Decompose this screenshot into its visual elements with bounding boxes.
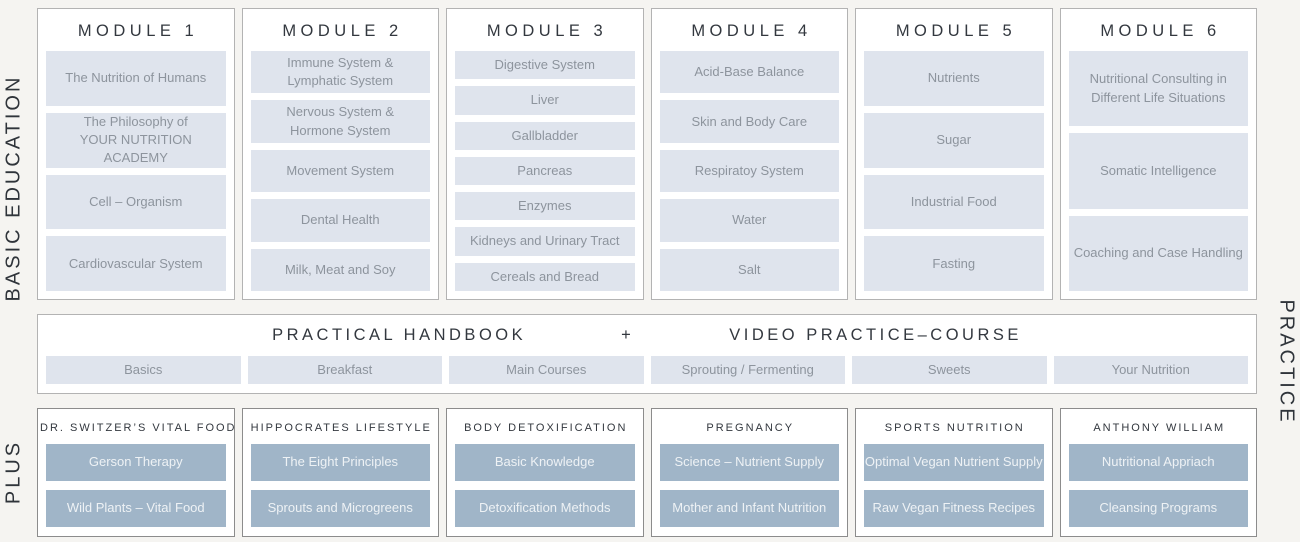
module-2-items: Immune System & Lymphatic System Nervous… [243, 51, 439, 299]
module-topic: Acid-Base Balance [659, 51, 839, 94]
plus-box-items: Basic Knowledge Detoxification Methods [447, 444, 643, 536]
module-topic: Enzymes [455, 192, 635, 221]
practice-label: PRACTICE [1275, 299, 1298, 425]
module-6-title: MODULE 6 [1100, 22, 1221, 40]
plus-box-items: Optimal Vegan Nutrient Supply Raw Vegan … [856, 444, 1052, 536]
module-topic: The Philosophy of YOUR NUTRITION ACADEMY [46, 112, 226, 168]
practice-topic: Sweets [852, 356, 1047, 384]
module-3-items: Digestive System Liver Gallbladder Pancr… [447, 51, 643, 299]
plus-topic: Optimal Vegan Nutrient Supply [864, 444, 1044, 481]
module-topic: Industrial Food [864, 174, 1044, 230]
plus-sign: + [621, 326, 635, 344]
module-topic: Immune System & Lymphatic System [250, 51, 430, 94]
plus-topic: Nutritional Appriach [1068, 444, 1248, 481]
module-6-box: MODULE 6 Nutritional Consulting in Diffe… [1059, 8, 1257, 300]
module-topic: Liver [455, 86, 635, 115]
plus-topic: Science – Nutrient Supply [659, 444, 839, 481]
module-5-title: MODULE 5 [895, 22, 1017, 40]
practical-handbook-title: PRACTICAL HANDBOOK [272, 326, 527, 344]
plus-box-title: BODY DETOXIFICATION [464, 422, 628, 434]
module-topic: Cereals and Bread [455, 262, 635, 291]
module-topic: Dental Health [250, 199, 430, 242]
practice-band: PRACTICAL HANDBOOK + VIDEO PRACTICE–COUR… [37, 314, 1257, 394]
module-2-box: MODULE 2 Immune System & Lymphatic Syste… [241, 8, 439, 300]
module-topic: Respiratoy System [659, 149, 839, 193]
module-topic: Nervous System & Hormone System [250, 100, 430, 143]
practice-band-header: PRACTICAL HANDBOOK + VIDEO PRACTICE–COUR… [38, 315, 1256, 356]
plus-box-pregnancy: PREGNANCY Science – Nutrient Supply Moth… [650, 408, 848, 537]
practice-topic: Your Nutrition [1053, 356, 1248, 384]
plus-box-anthony-william: ANTHONY WILLIAM Nutritional Appriach Cle… [1059, 408, 1257, 537]
practice-topic: Main Courses [449, 356, 644, 384]
plus-topic: Raw Vegan Fitness Recipes [864, 490, 1044, 527]
module-topic: Gallbladder [455, 121, 635, 150]
plus-box-sports-nutrition: SPORTS NUTRITION Optimal Vegan Nutrient … [855, 408, 1053, 537]
plus-box-items: Science – Nutrient Supply Mother and Inf… [652, 444, 848, 536]
plus-box-items: Nutritional Appriach Cleansing Programs [1061, 444, 1257, 536]
module-topic: Somatic Intelligence [1068, 133, 1248, 209]
basic-education-label: BASIC EDUCATION [2, 74, 25, 302]
plus-topic: Sprouts and Microgreens [250, 490, 430, 527]
module-topic: Pancreas [455, 156, 635, 186]
practice-topic: Basics [46, 356, 241, 384]
plus-topic: Cleansing Programs [1068, 490, 1248, 527]
practice-band-items: Basics Breakfast Main Courses Sprouting … [38, 356, 1256, 393]
module-topic: Kidneys and Urinary Tract [455, 227, 635, 256]
practice-topic: Breakfast [247, 356, 442, 384]
module-5-box: MODULE 5 Nutrients Sugar Industrial Food… [855, 8, 1053, 300]
plus-box-title: ANTHONY WILLIAM [1093, 422, 1226, 434]
plus-box-title: PREGNANCY [706, 422, 795, 434]
module-4-box: MODULE 4 Acid-Base Balance Skin and Body… [650, 8, 848, 300]
plus-topic: Wild Plants – Vital Food [46, 490, 226, 527]
module-topic: Movement System [250, 149, 430, 193]
module-4-items: Acid-Base Balance Skin and Body Care Res… [652, 51, 848, 299]
plus-box-items: Gerson Therapy Wild Plants – Vital Food [38, 444, 234, 536]
plus-topic: Basic Knowledge [455, 444, 635, 481]
module-topic: Cardiovascular System [46, 236, 226, 291]
module-topic: Coaching and Case Handling [1068, 215, 1248, 291]
module-topic: Nutritional Consulting in Different Life… [1068, 51, 1248, 127]
module-topic: Skin and Body Care [659, 100, 839, 143]
plus-box-title: HIPPOCRATES LIFESTYLE [250, 422, 432, 434]
module-1-items: The Nutrition of Humans The Philosophy o… [38, 51, 234, 299]
module-3-title: MODULE 3 [486, 22, 608, 40]
plus-topic: Detoxification Methods [455, 490, 635, 527]
module-topic: Water [659, 199, 839, 242]
plus-box-dr-switzers-vital-food: DR. SWITZER’S VITAL FOOD Gerson Therapy … [37, 408, 235, 537]
module-3-box: MODULE 3 Digestive System Liver Gallblad… [446, 8, 644, 300]
practice-topic: Sprouting / Fermenting [650, 356, 845, 384]
module-4-title: MODULE 4 [691, 22, 812, 40]
module-topic: Cell – Organism [46, 174, 226, 230]
module-2-title: MODULE 2 [282, 22, 403, 40]
module-topic: Fasting [864, 236, 1044, 291]
module-topic: Sugar [864, 112, 1044, 168]
module-topic: Milk, Meat and Soy [250, 248, 430, 292]
module-1-box: MODULE 1 The Nutrition of Humans The Phi… [37, 8, 235, 300]
video-practice-course-title: VIDEO PRACTICE–COURSE [729, 326, 1022, 344]
plus-box-items: The Eight Principles Sprouts and Microgr… [243, 444, 439, 536]
module-1-title: MODULE 1 [77, 22, 199, 40]
plus-topic: The Eight Principles [250, 444, 430, 481]
plus-topic: Gerson Therapy [46, 444, 226, 481]
plus-label: PLUS [2, 439, 25, 505]
module-topic: Digestive System [455, 51, 635, 80]
module-5-items: Nutrients Sugar Industrial Food Fasting [856, 51, 1052, 299]
plus-box-body-detoxification: BODY DETOXIFICATION Basic Knowledge Deto… [446, 408, 644, 537]
module-topic: The Nutrition of Humans [46, 51, 226, 106]
main-grid: MODULE 1 The Nutrition of Humans The Phi… [37, 8, 1257, 537]
module-6-items: Nutritional Consulting in Different Life… [1061, 51, 1257, 299]
module-topic: Nutrients [864, 51, 1044, 106]
plus-box-title: SPORTS NUTRITION [884, 422, 1025, 434]
plus-topic: Mother and Infant Nutrition [659, 490, 839, 527]
module-topic: Salt [659, 248, 839, 292]
plus-box-hippocrates-lifestyle: HIPPOCRATES LIFESTYLE The Eight Principl… [241, 408, 439, 537]
plus-box-title: DR. SWITZER’S VITAL FOOD [40, 422, 237, 434]
